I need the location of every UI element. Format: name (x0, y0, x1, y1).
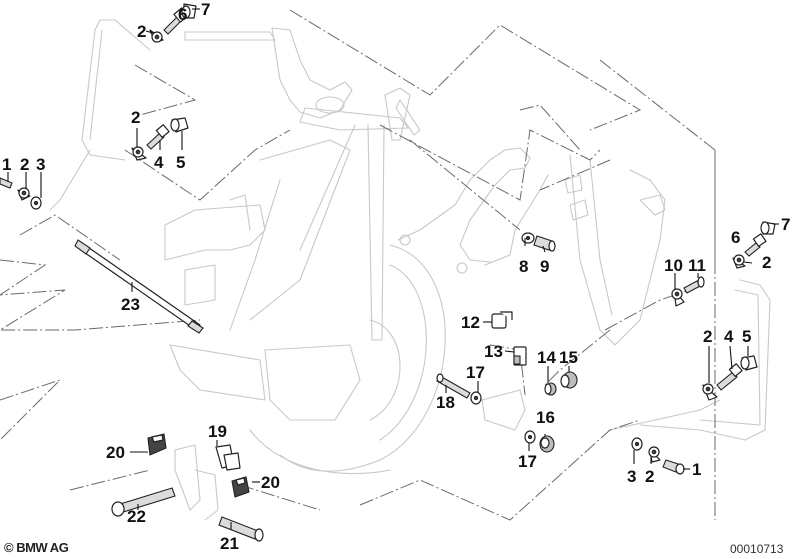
motorcycle-ghost-outline (49, 19, 771, 521)
part-group-right-mid (702, 355, 758, 401)
callout-20-left: 20 (106, 443, 125, 462)
callout-2-left: 2 (20, 155, 29, 174)
callout-2-right: 2 (762, 253, 771, 272)
part-group-17-18 (436, 373, 526, 431)
part-group-8-9 (521, 232, 556, 252)
part-group-10-11 (671, 276, 705, 307)
callout-2-rlow: 2 (703, 327, 712, 346)
callout-11: 11 (688, 256, 706, 275)
callout-18: 18 (436, 393, 455, 412)
copyright-label: © BMW AG (4, 540, 69, 555)
callout-2-top: 2 (137, 22, 146, 41)
callout-10: 10 (664, 256, 683, 275)
callout-17-lower: 17 (518, 452, 537, 471)
part-group-14-15 (544, 371, 578, 396)
callout-3-rbot: 3 (627, 467, 636, 486)
callout-4-mid: 4 (154, 153, 164, 172)
part-group-right-bottom (631, 437, 685, 475)
callout-5-mid: 5 (176, 153, 185, 172)
callout-6-right: 6 (731, 228, 740, 247)
callout-5-rlow: 5 (742, 327, 751, 346)
callout-2-mid: 2 (131, 108, 140, 127)
part-group-bottom-left (111, 433, 264, 542)
callout-3-left: 3 (36, 155, 45, 174)
callout-19: 19 (208, 422, 227, 441)
callout-23: 23 (121, 295, 140, 314)
callout-1-left: 1 (2, 155, 11, 174)
callout-12: 12 (461, 313, 480, 332)
callout-2-rbot: 2 (645, 467, 654, 486)
callout-8: 8 (519, 257, 528, 276)
part-threaded-rod-23 (74, 239, 204, 334)
leader-lines (7, 8, 779, 530)
callout-1-rbot: 1 (692, 460, 701, 479)
callout-9: 9 (540, 257, 549, 276)
part-group-12-13 (491, 311, 527, 366)
callout-4-rlow: 4 (724, 327, 734, 346)
callout-17-upper: 17 (466, 363, 485, 382)
callout-13: 13 (484, 342, 503, 361)
callout-6-top: 6 (178, 5, 187, 24)
callout-7-top: 7 (201, 0, 210, 19)
part-group-16-17 (524, 430, 555, 453)
callout-15: 15 (559, 348, 578, 367)
callout-22: 22 (127, 507, 146, 526)
callout-21: 21 (220, 534, 239, 553)
callout-20-right: 20 (261, 473, 280, 492)
callout-16: 16 (536, 408, 555, 427)
part-group-mid-left (131, 117, 189, 161)
callout-labels: 2 6 7 2 4 5 1 2 3 23 8 9 10 11 6 7 2 12 … (2, 0, 790, 553)
part-group-top (149, 3, 197, 43)
part-group-left (0, 177, 42, 210)
drawing-number: 00010713 (730, 542, 784, 556)
part-group-right-top (732, 221, 776, 269)
callout-14: 14 (537, 348, 556, 367)
callout-7-right: 7 (781, 215, 790, 234)
